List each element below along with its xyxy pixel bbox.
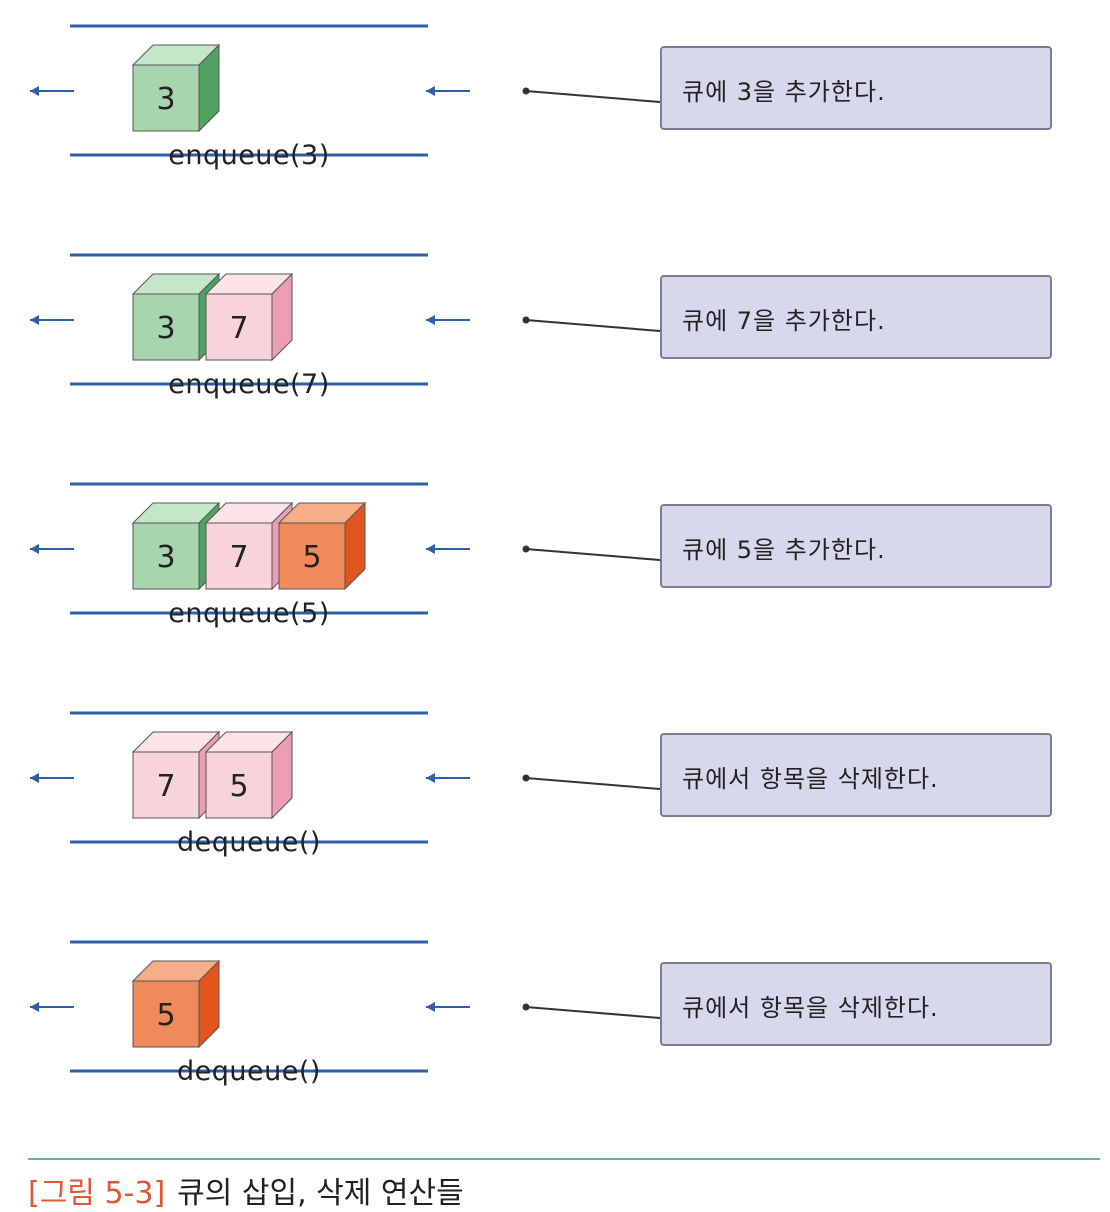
caption-number: [그림 5-3] bbox=[28, 1176, 166, 1211]
cube-front bbox=[132, 980, 200, 1048]
cube-value: 5 bbox=[156, 998, 175, 1033]
cube-value: 5 bbox=[302, 540, 321, 575]
cube-value: 5 bbox=[229, 769, 248, 804]
exit-arrow-head bbox=[30, 773, 39, 783]
exit-arrow-head bbox=[30, 86, 39, 96]
callout-text: 큐에서 항목을 삭제한다. bbox=[682, 765, 939, 793]
cube-front bbox=[205, 522, 273, 590]
operation-label: enqueue(5) bbox=[168, 598, 330, 629]
callout-text: 큐에서 항목을 삭제한다. bbox=[682, 994, 939, 1022]
queue-row: 3 7 5 enqueue(5) 큐에 5을 추가한다. bbox=[0, 458, 1110, 688]
leader-line bbox=[525, 548, 661, 561]
queue-drawing: 3 7 5 bbox=[30, 482, 661, 615]
cube-front bbox=[132, 751, 200, 819]
cube-front bbox=[132, 522, 200, 590]
cube-front bbox=[205, 751, 273, 819]
callout-text: 큐에 7을 추가한다. bbox=[682, 307, 886, 335]
callout-box: 큐에 5을 추가한다. bbox=[660, 504, 1052, 588]
caption-text: 큐의 삽입, 삭제 연산들 bbox=[177, 1176, 464, 1211]
operation-label: dequeue() bbox=[177, 827, 321, 858]
cube-value: 3 bbox=[156, 311, 175, 346]
callout-box: 큐에 7을 추가한다. bbox=[660, 275, 1052, 359]
cube-value: 7 bbox=[229, 540, 248, 575]
queue-row: 3 enqueue(3) 큐에 3을 추가한다. bbox=[0, 0, 1110, 230]
figure-caption: [그림 5-3] 큐의 삽입, 삭제 연산들 bbox=[28, 1168, 464, 1212]
leader-line bbox=[525, 777, 661, 790]
entry-arrow-head bbox=[426, 315, 435, 325]
cube-value: 3 bbox=[156, 82, 175, 117]
callout-box: 큐에서 항목을 삭제한다. bbox=[660, 962, 1052, 1046]
entry-arrow-head bbox=[426, 544, 435, 554]
operation-label: enqueue(7) bbox=[168, 369, 330, 400]
operation-label: enqueue(3) bbox=[168, 140, 330, 171]
callout-text: 큐에 3을 추가한다. bbox=[682, 78, 886, 106]
queue-drawing: 5 bbox=[30, 940, 661, 1073]
exit-arrow-head bbox=[30, 315, 39, 325]
leader-line bbox=[525, 1006, 661, 1019]
cube-front bbox=[132, 293, 200, 361]
exit-arrow-head bbox=[30, 544, 39, 554]
cube-value: 3 bbox=[156, 540, 175, 575]
cube-value: 7 bbox=[156, 769, 175, 804]
queue-drawing: 3 bbox=[30, 24, 661, 157]
leader-line bbox=[525, 319, 661, 332]
exit-arrow-head bbox=[30, 1002, 39, 1012]
entry-arrow-head bbox=[426, 1002, 435, 1012]
leader-line bbox=[525, 90, 661, 103]
callout-box: 큐에 3을 추가한다. bbox=[660, 46, 1052, 130]
cube-front bbox=[132, 64, 200, 132]
caption-rule bbox=[28, 1158, 1100, 1160]
cube-front bbox=[205, 293, 273, 361]
operation-label: dequeue() bbox=[177, 1056, 321, 1087]
cube-front bbox=[278, 522, 346, 590]
entry-arrow-head bbox=[426, 773, 435, 783]
entry-arrow-head bbox=[426, 86, 435, 96]
callout-text: 큐에 5을 추가한다. bbox=[682, 536, 886, 564]
callout-box: 큐에서 항목을 삭제한다. bbox=[660, 733, 1052, 817]
cube-value: 7 bbox=[229, 311, 248, 346]
